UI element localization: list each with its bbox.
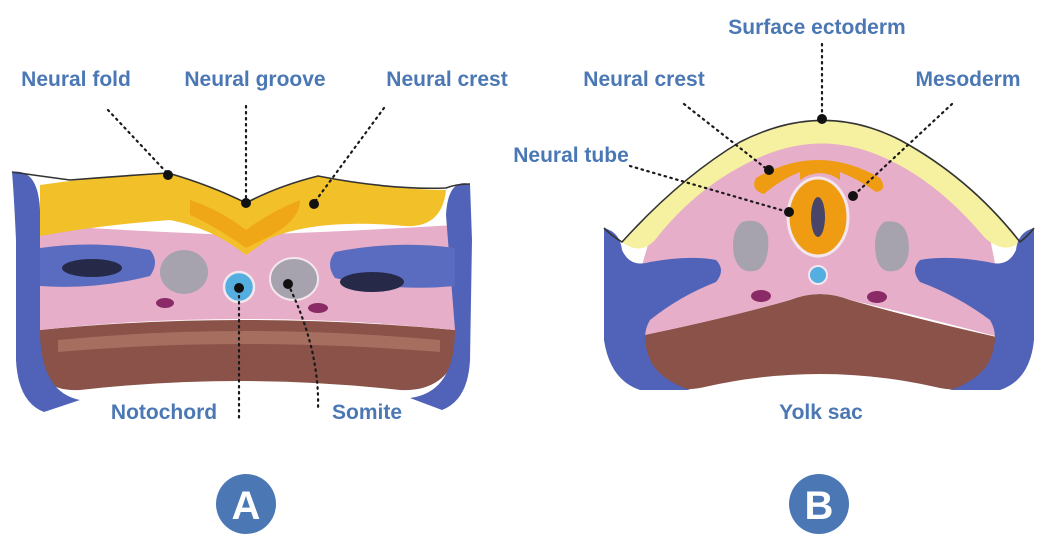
marker-neural-crest-a: [309, 199, 319, 209]
marker-notochord: [234, 283, 244, 293]
label-neural-groove: Neural groove: [184, 68, 325, 91]
label-neural-crest-b: Neural crest: [583, 68, 704, 91]
label-neural-crest-a: Neural crest: [386, 68, 507, 91]
marker-surface-ectoderm: [817, 114, 827, 124]
marker-neural-fold: [163, 170, 173, 180]
marker-mesoderm: [848, 191, 858, 201]
vessel-left-a: [156, 298, 174, 308]
label-neural-fold: Neural fold: [21, 68, 131, 91]
panel-a-badge: A: [216, 474, 276, 534]
vessel-right-a: [308, 303, 328, 313]
label-neural-tube: Neural tube: [513, 144, 629, 167]
marker-neural-groove: [241, 198, 251, 208]
yolk-sac-layer-a: [40, 320, 455, 390]
vessel-left-b: [751, 290, 771, 302]
leader-neural-fold: [108, 110, 168, 174]
label-notochord: Notochord: [111, 401, 217, 424]
marker-somite: [283, 279, 293, 289]
somite-right-b: [875, 221, 909, 271]
coelom-left-a: [62, 259, 122, 277]
label-somite: Somite: [332, 401, 402, 424]
label-yolk-sac: Yolk sac: [779, 401, 863, 424]
somite-right-a: [270, 258, 318, 300]
marker-neural-crest-b: [764, 165, 774, 175]
panel-b-badge: B: [789, 474, 849, 534]
badge-letter-b: B: [805, 484, 834, 528]
badge-letter-a: A: [232, 484, 261, 528]
somite-left-a: [160, 250, 208, 294]
vessel-right-b: [867, 291, 887, 303]
marker-neural-tube: [784, 207, 794, 217]
coelom-right-a: [340, 272, 404, 292]
label-mesoderm: Mesoderm: [915, 68, 1020, 91]
neural-tube-lumen-b: [811, 197, 825, 237]
notochord-b: [809, 266, 827, 284]
panel-b-cross-section: [604, 120, 1034, 390]
label-surface-ectoderm: Surface ectoderm: [728, 16, 905, 39]
somite-left-b: [733, 221, 768, 272]
